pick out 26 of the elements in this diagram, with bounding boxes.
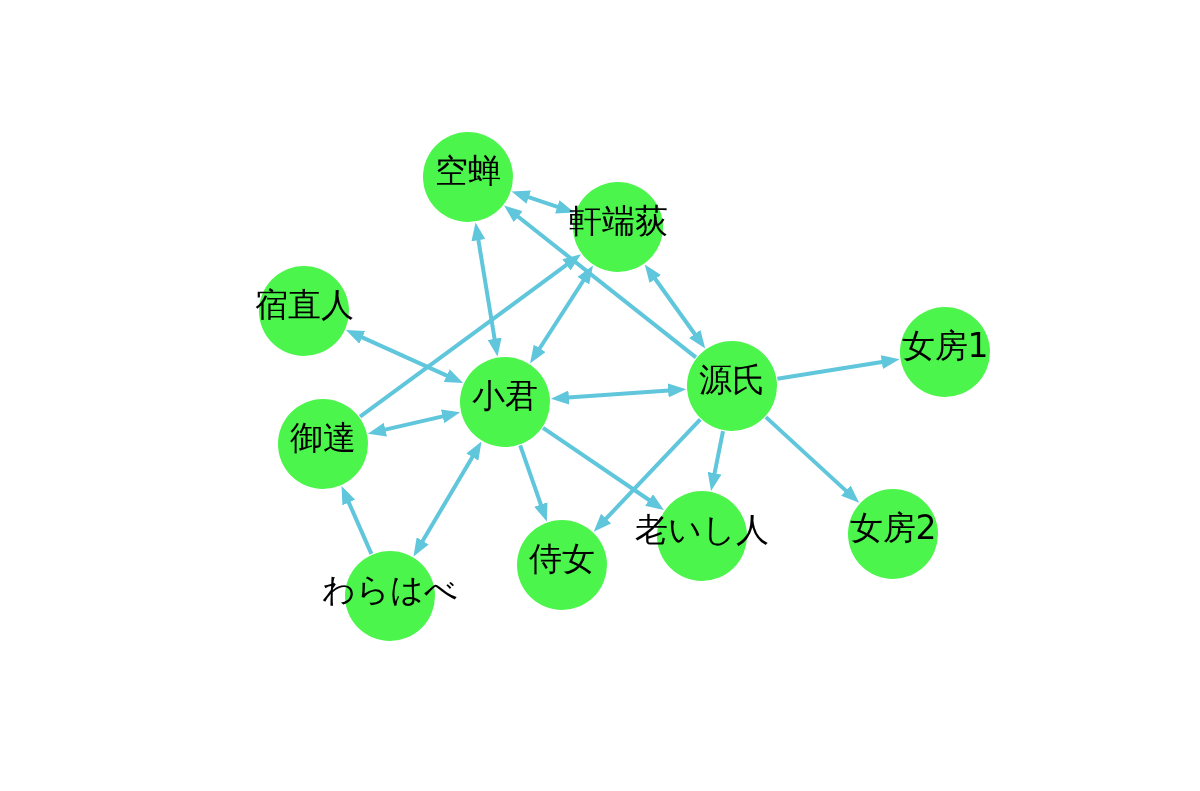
arrow [471, 222, 502, 357]
arrow [777, 355, 900, 381]
node-label: 御達 [290, 420, 356, 454]
node-label: 源氏 [699, 362, 765, 396]
arrow [367, 409, 461, 437]
arrow [511, 190, 575, 214]
node-label: 女房2 [849, 510, 937, 544]
arrow [764, 415, 860, 503]
node-label: 空蝉 [435, 153, 501, 187]
arrow [550, 383, 687, 405]
arrow [541, 426, 664, 511]
node-label: 女房1 [901, 328, 989, 362]
arrow [593, 418, 702, 532]
arrow [644, 264, 706, 349]
arrow [341, 486, 374, 555]
arrow [413, 441, 482, 557]
arrow [707, 430, 725, 491]
arrow [504, 205, 698, 359]
arrow [518, 444, 548, 522]
node-label: 侍女 [529, 541, 595, 575]
arrow [345, 330, 464, 383]
node-label: 小君 [472, 378, 538, 412]
arrow [530, 265, 593, 364]
circle-node [687, 341, 777, 431]
circle-node [460, 357, 550, 447]
arrow [358, 254, 581, 419]
